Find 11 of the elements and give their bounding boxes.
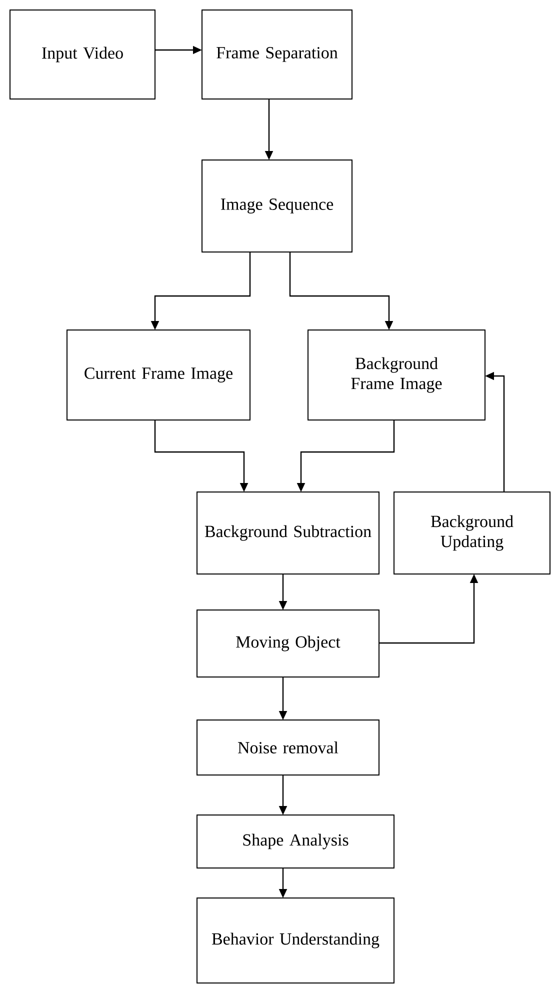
process-box: Behavior Understanding bbox=[196, 898, 394, 984]
process-box: Shape Analysis bbox=[196, 814, 394, 868]
process-box: Current Frame Image bbox=[66, 330, 250, 420]
process-box: Frame Separation bbox=[202, 10, 352, 100]
process-box: Background Updating bbox=[394, 492, 550, 574]
process-box: Image Sequence bbox=[202, 160, 352, 252]
process-box: Background Frame Image bbox=[308, 330, 486, 420]
process-box: Moving Object bbox=[196, 610, 380, 678]
process-box: Background Subtraction bbox=[196, 492, 380, 574]
process-box: Noise removal bbox=[196, 720, 380, 776]
process-box: Input Video bbox=[10, 10, 156, 100]
